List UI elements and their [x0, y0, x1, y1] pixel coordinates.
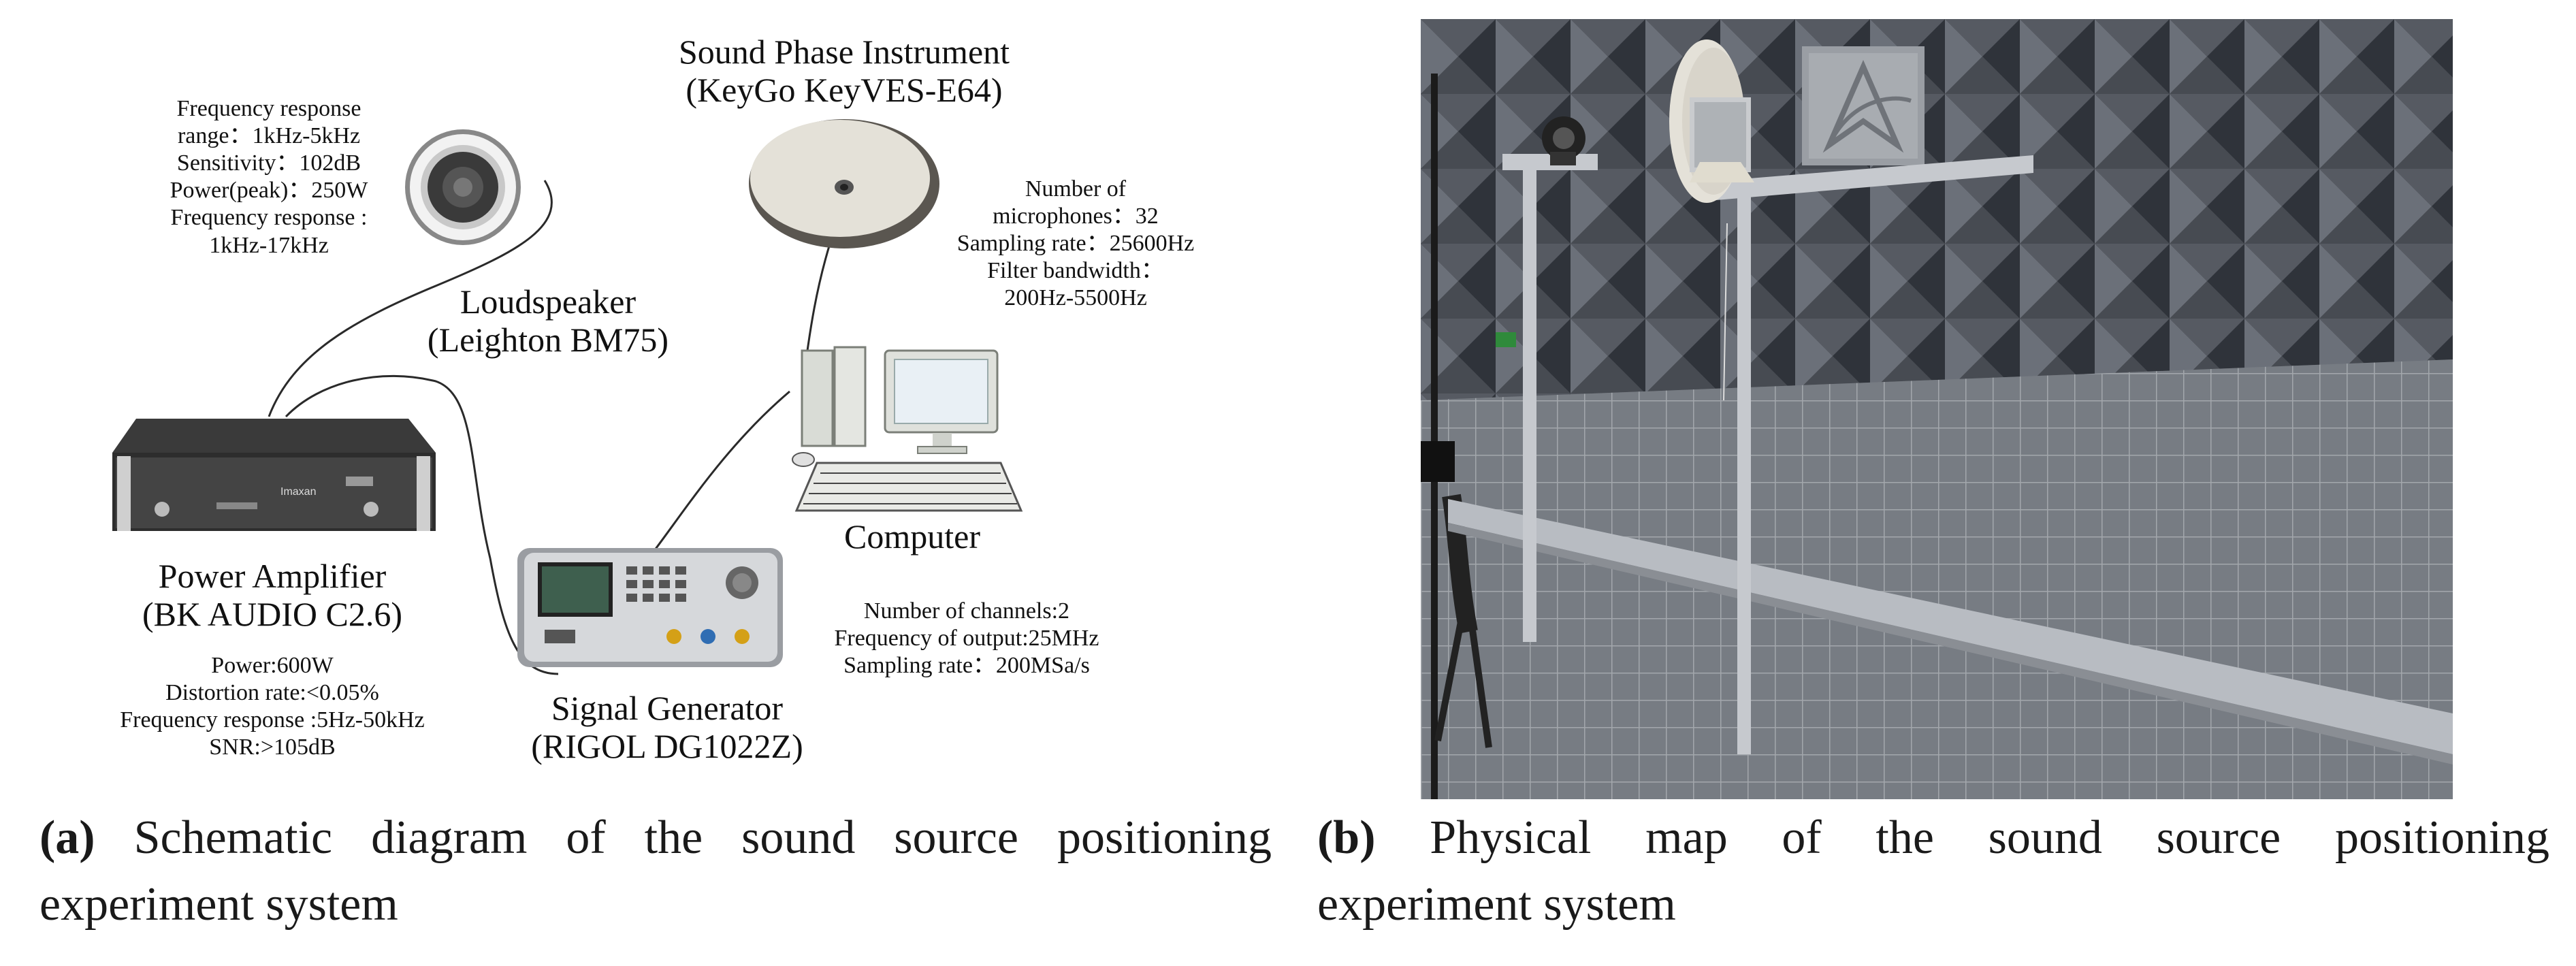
- power-amplifier-label: Power Amplifier (BK AUDIO C2.6): [95, 557, 449, 633]
- wall-logo-panel: [1802, 46, 1925, 165]
- computer-device: [792, 346, 1023, 512]
- signal-generator-specs: Number of channels:2 Frequency of output…: [776, 598, 1157, 679]
- panel-b-photo: (b) Physical map of the sound source pos…: [1317, 0, 2576, 966]
- caption-a-tag: (a): [39, 811, 95, 864]
- computer-label: Computer: [803, 517, 1021, 556]
- spec-line: SNR:>105dB: [209, 735, 336, 760]
- amplifier-brand-label: Imaxan: [280, 486, 316, 498]
- computer-name: Computer: [844, 517, 980, 556]
- sound-phase-instrument-specs: Number of microphones：32 Sampling rate：2…: [912, 176, 1239, 312]
- spec-line: 200Hz-5500Hz: [1004, 285, 1147, 311]
- loudspeaker-model: (Leighton BM75): [427, 321, 669, 359]
- spec-line: Number of: [1025, 176, 1127, 202]
- spec-line: Frequency response: [176, 96, 361, 121]
- caption-a: (a) Schematic diagram of the sound sourc…: [39, 805, 1272, 938]
- caption-b-line1: Physical map of the sound source positio…: [1430, 811, 2549, 864]
- long-rail: [1448, 499, 2453, 754]
- power-amplifier-device: Imaxan: [112, 419, 436, 531]
- signal-generator-device: [517, 548, 783, 667]
- anechoic-chamber-photo: [1421, 19, 2453, 799]
- caption-b-line2: experiment system: [1317, 878, 1676, 931]
- signal-generator-model: (RIGOL DG1022Z): [531, 727, 803, 765]
- spec-line: Number of channels:2: [863, 598, 1070, 624]
- spec-line: Frequency response :: [170, 205, 368, 231]
- stand-clamp: [1421, 441, 1455, 482]
- loudspeaker-specs: Frequency response range：1kHz-5kHz Sensi…: [133, 95, 405, 259]
- spec-line: microphones：32: [993, 204, 1159, 229]
- caption-a-line2: experiment system: [39, 878, 398, 931]
- schematic-drawing: Imaxan: [112, 119, 1023, 675]
- spec-line: Sensitivity：102dB: [176, 150, 361, 176]
- signal-generator-label: Signal Generator (RIGOL DG1022Z): [504, 689, 831, 765]
- spec-line: Distortion rate:<0.05%: [165, 680, 379, 706]
- spec-line: Power:600W: [211, 653, 334, 678]
- spec-line: Frequency of output:25MHz: [834, 626, 1099, 651]
- cable-generator-to-computer: [642, 390, 790, 566]
- spec-line: Filter bandwidth：: [987, 258, 1164, 284]
- caption-b-tag: (b): [1317, 811, 1376, 864]
- signal-generator-name: Signal Generator: [551, 689, 784, 727]
- cable-amp-to-signal-generator: [285, 374, 559, 675]
- sound-phase-instrument-name: Sound Phase Instrument: [678, 33, 1010, 71]
- left-post: [1496, 116, 1598, 642]
- spec-line: 1kHz-17kHz: [209, 232, 329, 258]
- caption-a-line1: Schematic diagram of the sound source po…: [133, 811, 1272, 864]
- power-amplifier-name: Power Amplifier: [158, 557, 387, 595]
- spec-line: Sampling rate：200MSa/s: [843, 653, 1090, 679]
- panel-a-schematic: Imaxan: [39, 33, 1272, 938]
- loudspeaker-label: Loudspeaker (Leighton BM75): [388, 283, 708, 359]
- spec-line: Power(peak)：250W: [170, 178, 368, 204]
- sound-phase-instrument-label: Sound Phase Instrument (KeyGo KeyVES-E64…: [650, 33, 1038, 109]
- spec-line: Frequency response :5Hz-50kHz: [120, 707, 425, 733]
- loudspeaker-device: [405, 129, 521, 245]
- power-amplifier-specs: Power:600W Distortion rate:<0.05% Freque…: [58, 652, 487, 761]
- power-amplifier-model: (BK AUDIO C2.6): [142, 595, 402, 633]
- loudspeaker-name: Loudspeaker: [460, 283, 637, 321]
- spec-line: Sampling rate：25600Hz: [956, 231, 1195, 257]
- spec-line: range：1kHz-5kHz: [177, 123, 361, 149]
- connection-cables: [268, 180, 832, 675]
- caption-b: (b) Physical map of the sound source pos…: [1317, 805, 2549, 938]
- right-post: [1669, 39, 2033, 754]
- sound-phase-instrument-device: [749, 119, 939, 248]
- cable-amp-to-loudspeaker: [268, 180, 553, 417]
- stand-pole: [1431, 74, 1438, 799]
- sound-phase-instrument-model: (KeyGo KeyVES-E64): [686, 71, 1003, 109]
